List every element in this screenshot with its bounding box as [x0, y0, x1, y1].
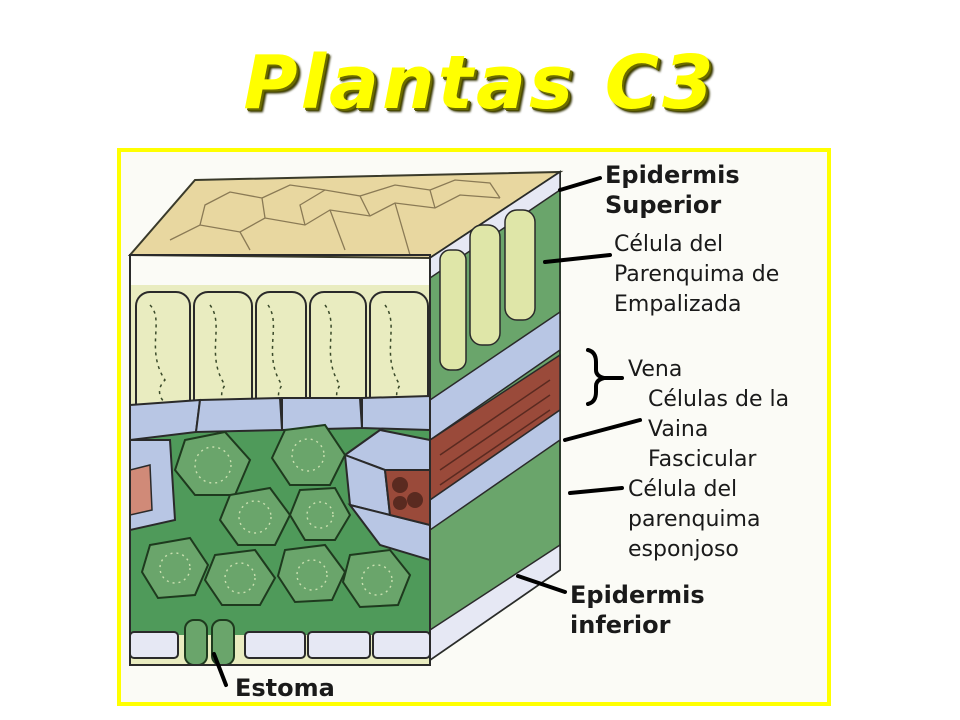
- label-vaina-fascicular: Células de la Vaina Fascicular: [648, 387, 790, 472]
- pointer-epidermis-inferior: [516, 574, 567, 594]
- pointer-estoma: [212, 652, 228, 687]
- pointer-esponjoso: [568, 486, 624, 495]
- label-vena: Vena: [628, 357, 683, 382]
- pointer-empalizada: [543, 253, 612, 264]
- pointer-vena: [586, 348, 605, 406]
- label-estoma: Estoma: [235, 674, 335, 702]
- label-epidermis-superior: Epidermis Superior: [605, 161, 740, 219]
- label-parenquima-esponjoso: Célula del parenquima esponjoso: [628, 477, 761, 562]
- page-title: Plantas C3: [243, 40, 717, 126]
- pointer-vaina: [563, 418, 642, 442]
- label-epidermis-inferior: Epidermis inferior: [570, 581, 705, 639]
- pointer-epidermis-superior: [558, 176, 602, 192]
- label-parenquima-empalizada: Célula del Parenquima de Empalizada: [614, 232, 780, 317]
